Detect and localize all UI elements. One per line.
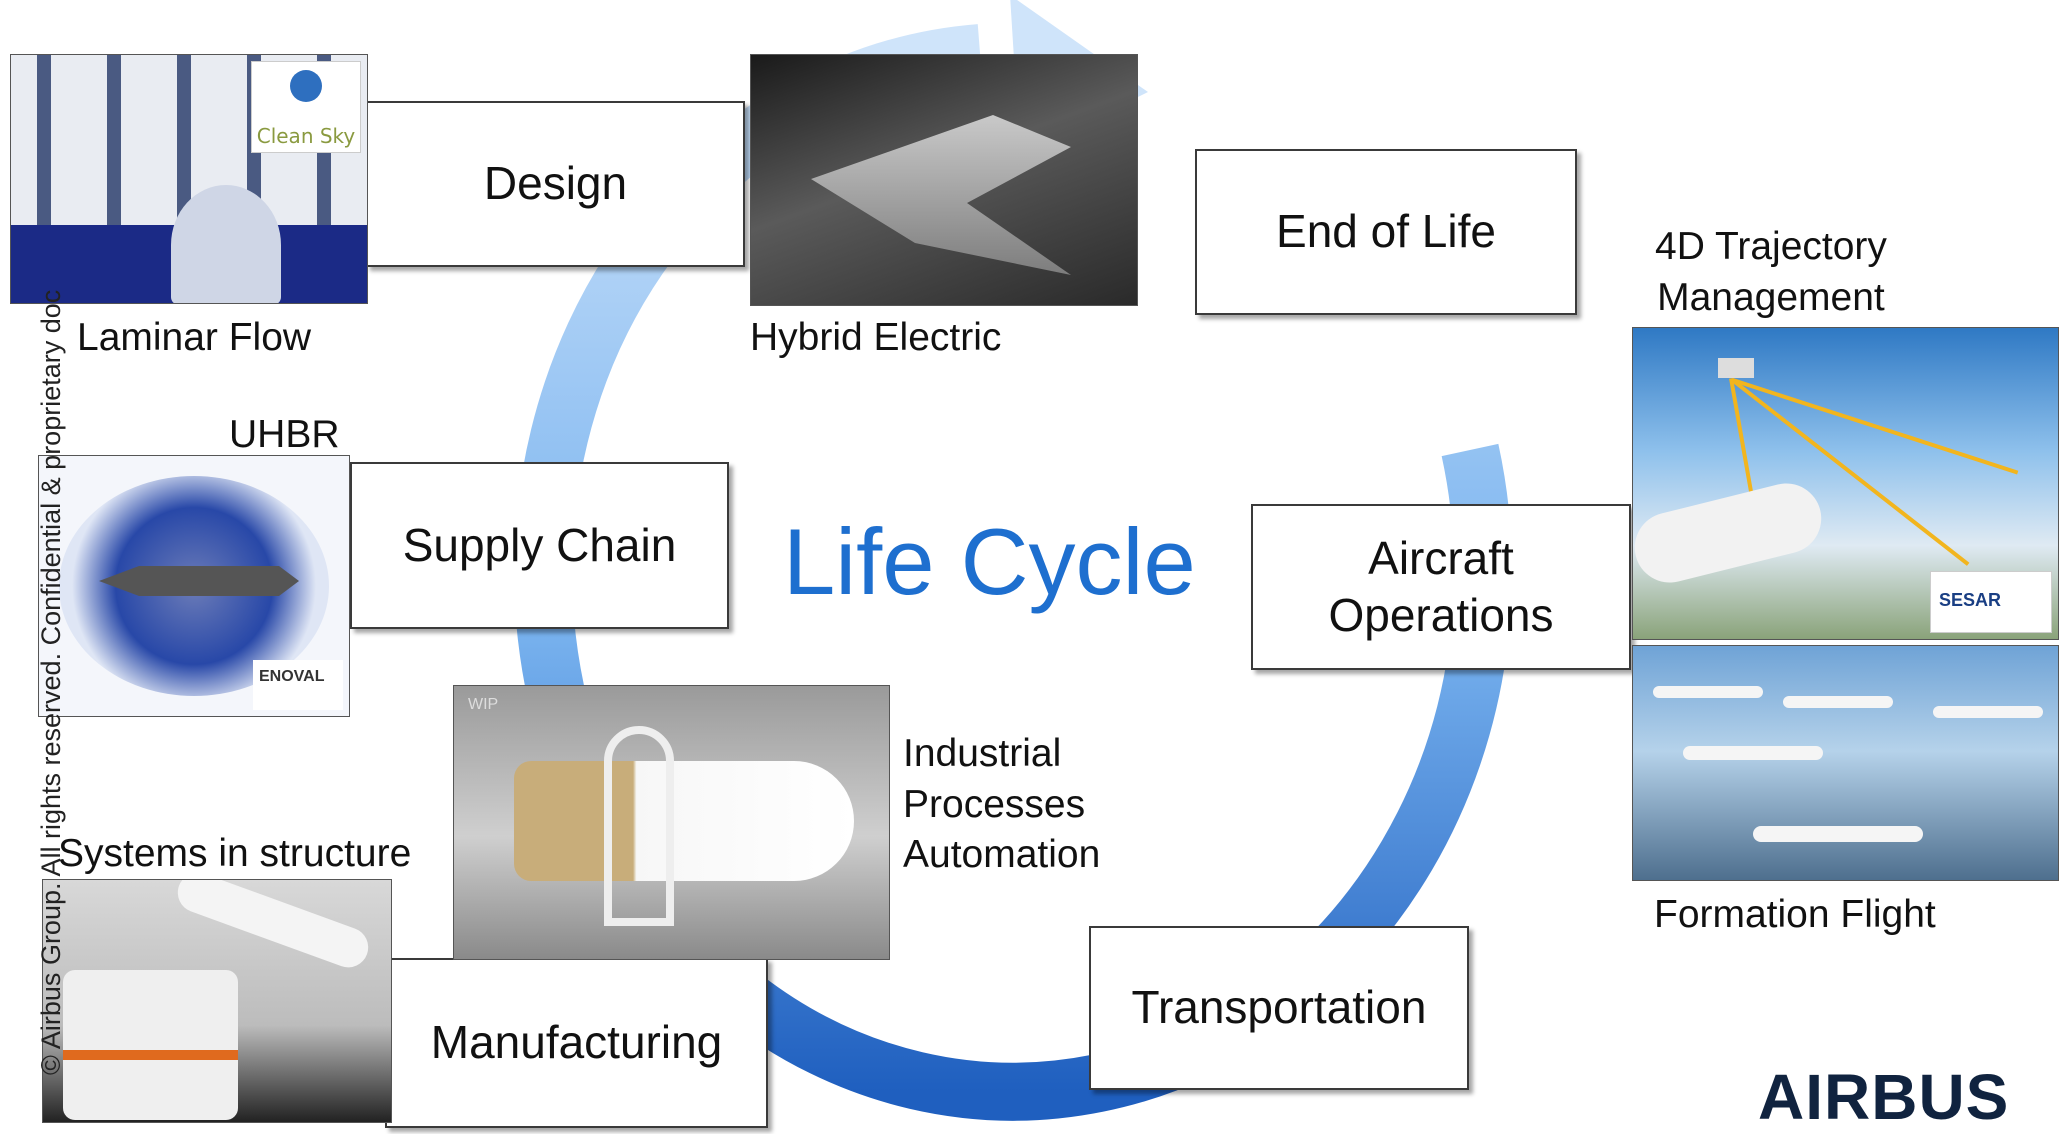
hybrid-aircraft-icon [811, 115, 1071, 275]
stage-aircraft-operations-label: Aircraft Operations [1328, 531, 1554, 642]
systems-in-structure-image [42, 879, 392, 1123]
hybrid-electric-image [750, 54, 1138, 306]
life-cycle-title: Life Cycle [783, 509, 1196, 614]
clean-sky-logo-text: Clean Sky [256, 124, 356, 148]
sesar-logo-text: SESAR [1939, 590, 2002, 610]
caption-systems-in-structure: Systems in structure [58, 832, 412, 875]
aircraft-1-icon [1653, 686, 1763, 698]
stage-end-of-life: End of Life [1195, 149, 1577, 315]
aircraft-3-icon [1933, 706, 2043, 718]
stage-aircraft-operations: Aircraft Operations [1251, 504, 1631, 670]
airliner-wing-icon [1633, 476, 1829, 590]
stage-end-of-life-label: End of Life [1276, 205, 1496, 258]
enoval-logo-text: ENOVAL [259, 668, 325, 685]
robot-base-icon [63, 970, 238, 1120]
aircraft-4-icon [1683, 746, 1823, 760]
trajectory-image: SESAR [1632, 327, 2059, 640]
assembly-frame-icon [604, 726, 674, 926]
satellite-icon [1718, 358, 1754, 378]
caption-industrial-processes: Industrial Processes Automation [903, 732, 1101, 877]
stage-manufacturing-label: Manufacturing [430, 1016, 723, 1069]
industrial-automation-image: WIP [453, 685, 890, 960]
caption-4d-trajectory: 4D Trajectory Management [1655, 225, 1887, 319]
stage-supply-chain: Supply Chain [350, 462, 729, 629]
stage-transportation: Transportation [1089, 926, 1469, 1090]
wind-tunnel-model-icon [171, 185, 281, 303]
laminar-flow-image: Clean Sky [10, 54, 368, 304]
aircraft-5-icon [1753, 826, 1923, 842]
stage-transportation-label: Transportation [1131, 981, 1427, 1034]
airbus-logo: AIRBUS [1758, 1061, 2010, 1133]
caption-hybrid-electric: Hybrid Electric [750, 316, 1002, 359]
sesar-logo: SESAR [1930, 571, 2052, 633]
caption-laminar-flow: Laminar Flow [77, 316, 312, 359]
stage-design-label: Design [483, 157, 628, 210]
caption-formation-flight: Formation Flight [1654, 893, 1936, 936]
aircraft-2-icon [1783, 696, 1893, 708]
enoval-logo: ENOVAL [253, 660, 343, 710]
fuselage-icon [514, 761, 854, 881]
stage-supply-chain-label: Supply Chain [402, 518, 677, 571]
uhbr-engine-image: ENOVAL [38, 455, 350, 717]
formation-flight-image [1632, 645, 2059, 881]
stage-design: Design [366, 101, 745, 267]
stage-manufacturing: Manufacturing [385, 958, 768, 1128]
caption-uhbr: UHBR [229, 413, 340, 456]
robot-arm-icon [172, 880, 374, 973]
clean-sky-logo: Clean Sky [251, 61, 361, 153]
wip-label: WIP [468, 696, 499, 713]
copyright-notice: © Airbus Group. All rights reserved. Con… [36, 289, 66, 1075]
